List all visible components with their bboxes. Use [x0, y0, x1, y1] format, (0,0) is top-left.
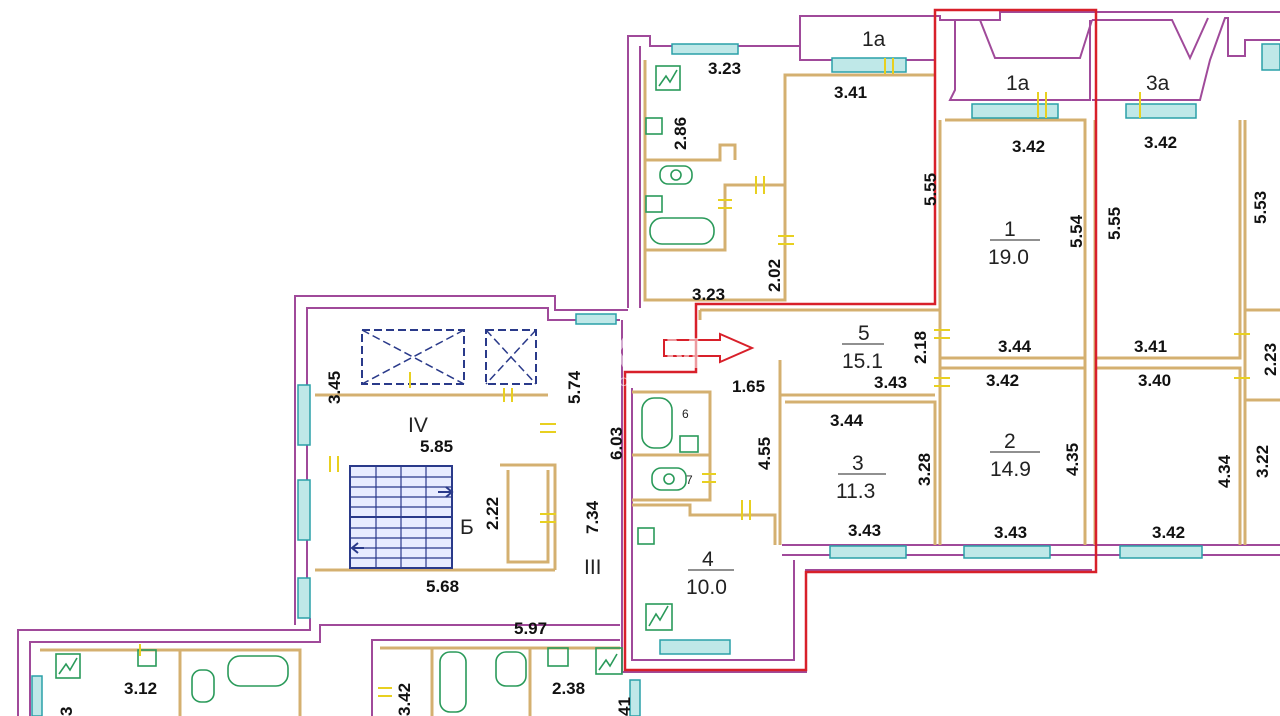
dimension-label: 3.43	[874, 373, 907, 392]
dimension-label: 3.23	[692, 285, 725, 304]
room-4: 4 10.0	[686, 548, 734, 599]
balcony-label: 1а	[1006, 72, 1030, 95]
dimension-label: 4.35	[1063, 443, 1082, 476]
balcony-label: 1а	[862, 28, 886, 51]
stair-label: III	[584, 556, 602, 579]
dimension-label: 3.22	[1253, 445, 1272, 478]
dimension-label: 3.23	[708, 59, 741, 78]
dimension-label: 2.23	[1261, 343, 1280, 376]
dimension-label: 5.55	[1105, 207, 1124, 240]
room-number: 1	[1004, 218, 1016, 241]
dimension-label: 2.22	[483, 497, 502, 530]
room-5: 5 15.1	[842, 322, 884, 373]
window	[1119, 545, 1203, 559]
elevator-shafts	[361, 329, 537, 385]
dimension-label: 3.41	[834, 83, 867, 102]
balcony-label: 3а	[1146, 72, 1170, 95]
stair-label: Б	[460, 516, 474, 539]
dimension-label: 3.42	[395, 683, 414, 716]
dimension-label: 3.41	[1134, 337, 1167, 356]
window	[1261, 43, 1280, 71]
room-area: 19.0	[988, 246, 1029, 269]
dimension-label: 2.18	[911, 331, 930, 364]
dimension-label: 5.53	[1251, 191, 1270, 224]
window	[31, 675, 43, 716]
room-area: 14.9	[990, 458, 1031, 481]
room-area: 11.3	[836, 480, 875, 503]
dimension-label: 5.54	[1067, 214, 1086, 248]
dimension-label: 41	[615, 697, 634, 716]
entrance-arrow-icon	[663, 332, 755, 364]
dimension-label: 5.68	[426, 577, 459, 596]
room-number: 6	[682, 407, 689, 421]
room-2: 2 14.9	[990, 430, 1040, 481]
room-number: 2	[1004, 430, 1016, 453]
room-area: 10.0	[686, 576, 727, 599]
window	[297, 384, 311, 446]
room-1: 1 19.0	[988, 218, 1040, 269]
room-area: 15.1	[842, 350, 883, 373]
dimension-labels-vertical: 2.86 5.55 5.54 5.55 5.53 2.02 2.18 2.23 …	[57, 117, 1280, 716]
fixtures	[55, 65, 715, 713]
dimension-label: 3.42	[1144, 133, 1177, 152]
room-3: 3 11.3	[836, 452, 886, 503]
dimension-label: 5.55	[921, 173, 940, 206]
room-number: 5	[858, 322, 870, 345]
dimension-label: 5.85	[420, 437, 453, 456]
watermark-text: ИНКОМ	[540, 329, 701, 378]
apartment-highlight-outline	[623, 8, 1098, 672]
window	[831, 57, 907, 73]
window	[629, 679, 641, 716]
dimension-label: 3	[57, 707, 76, 716]
stairs	[349, 465, 454, 569]
stair-label: IV	[408, 414, 428, 437]
dimension-label: 5.97	[514, 619, 547, 638]
dimension-label: 3.42	[1012, 137, 1045, 156]
dimension-label: 7.34	[583, 500, 602, 534]
dimension-label: 1.65	[732, 377, 765, 396]
dimension-label: 3.44	[830, 411, 864, 430]
dimension-label: 3.42	[1152, 523, 1185, 542]
room-number: 4	[702, 548, 714, 571]
window	[829, 545, 907, 559]
watermark-subtext: НЕДВИЖИМОСТЬ	[548, 375, 652, 389]
partitions	[40, 60, 1280, 716]
dimension-label: 2.38	[552, 679, 585, 698]
window	[671, 43, 739, 55]
window	[575, 313, 617, 325]
dimension-label: 3.44	[998, 337, 1032, 356]
dimension-label: 3.43	[848, 521, 881, 540]
doors	[139, 58, 1250, 697]
windows	[31, 43, 1280, 716]
dimension-labels: 3.23 3.41 3.42 3.42 3.23 3.44 3.41 3.43 …	[124, 59, 1185, 698]
dimension-label: 3.42	[986, 371, 1019, 390]
dimension-label: 3.12	[124, 679, 157, 698]
dimension-label: 2.02	[765, 259, 784, 292]
dimension-label: 3.45	[325, 371, 344, 404]
room-number: 7	[686, 473, 693, 487]
dimension-label: 2.86	[671, 117, 690, 150]
window	[297, 479, 311, 541]
dimension-label: 5.74	[565, 370, 584, 404]
dimension-label: 3.43	[994, 523, 1027, 542]
window	[1125, 103, 1197, 119]
window	[963, 545, 1051, 559]
window	[297, 577, 311, 619]
dimension-label: 3.40	[1138, 371, 1171, 390]
dimension-label: 4.34	[1215, 454, 1234, 488]
room-number: 3	[852, 452, 864, 475]
window	[659, 639, 731, 655]
dimension-label: 4.55	[755, 437, 774, 470]
window	[971, 103, 1059, 119]
dimension-label: 6.03	[607, 427, 626, 460]
dimension-label: 3.28	[915, 453, 934, 486]
